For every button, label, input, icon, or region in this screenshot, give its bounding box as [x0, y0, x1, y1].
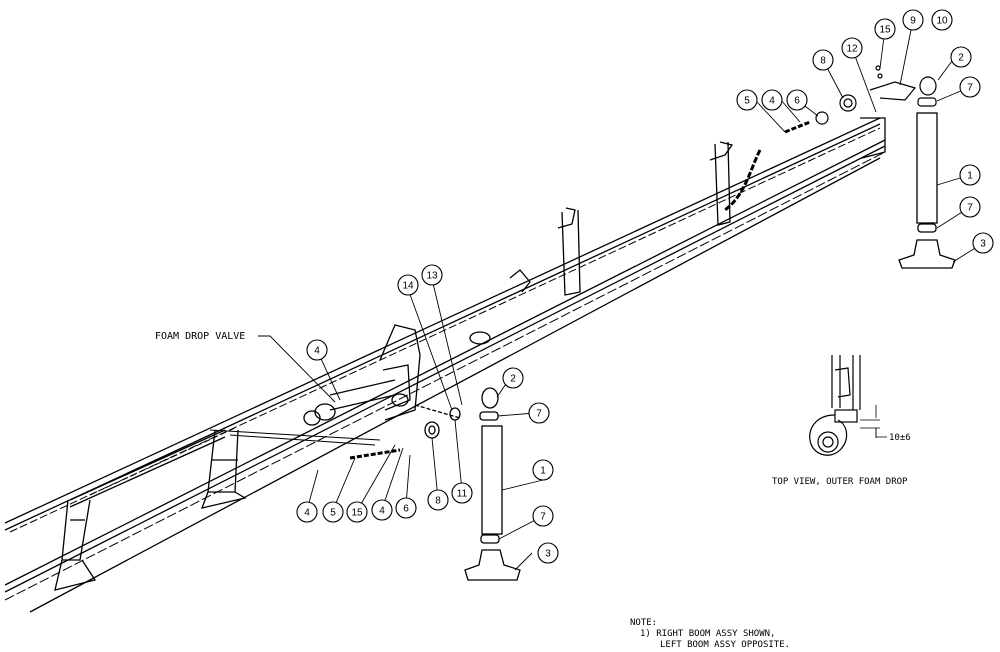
item-balloon-number: 11	[457, 489, 468, 500]
item-balloon: 4	[371, 499, 393, 521]
inner-drop-assembly	[424, 387, 521, 581]
item-balloon: 7	[959, 76, 981, 98]
item-balloon: 4	[306, 339, 328, 361]
item-balloon: 7	[532, 505, 554, 527]
truss-posts	[54, 141, 734, 591]
item-balloon-number: 7	[967, 83, 973, 94]
outer-drop-assembly	[898, 112, 956, 269]
item-balloon: 8	[812, 49, 834, 71]
item-balloon: 10	[931, 9, 953, 31]
item-balloon-number: 7	[967, 203, 973, 214]
top-view-caption: TOP VIEW, OUTER FOAM DROP	[772, 477, 908, 487]
foam-drop-valve-label: FOAM DROP VALVE	[155, 331, 245, 342]
item-balloon: 9	[902, 9, 924, 31]
item-balloon: 15	[874, 18, 896, 40]
item-balloon: 7	[528, 402, 550, 424]
item-balloon-number: 2	[510, 374, 516, 385]
item-balloon: 7	[959, 196, 981, 218]
item-balloon: 15	[346, 501, 368, 523]
item-balloon: 4	[296, 501, 318, 523]
item-balloon-number: 4	[314, 346, 320, 357]
note-block: NOTE: 1) RIGHT BOOM ASSY SHOWN, LEFT BOO…	[630, 618, 790, 650]
item-balloon-number: 12	[846, 44, 858, 55]
item-balloon-number: 1	[540, 466, 546, 477]
item-balloon-number: 13	[426, 271, 438, 282]
item-balloon-number: 3	[980, 239, 986, 250]
item-balloon: 1	[959, 164, 981, 186]
item-balloon: 1	[532, 459, 554, 481]
item-balloon-number: 4	[769, 96, 775, 107]
center-bracket	[303, 269, 531, 426]
item-balloon-number: 4	[379, 506, 385, 517]
item-balloon: 14	[397, 274, 419, 296]
item-balloon: 5	[322, 501, 344, 523]
note-title: NOTE:	[630, 618, 657, 628]
item-balloon: 13	[421, 264, 443, 286]
upper-fittings	[784, 65, 937, 134]
item-balloon: 2	[502, 367, 524, 389]
item-balloon-number: 7	[540, 512, 546, 523]
item-balloon-number: 5	[330, 508, 336, 519]
item-balloon-number: 6	[403, 504, 409, 515]
item-balloon-number: 10	[936, 16, 948, 27]
note-line-1: 1) RIGHT BOOM ASSY SHOWN,	[640, 629, 775, 639]
item-balloon-number: 4	[304, 508, 310, 519]
item-balloon: 3	[972, 232, 994, 254]
item-balloon-number: 9	[910, 16, 916, 27]
item-balloon: 6	[786, 89, 808, 111]
item-balloon-number: 6	[794, 96, 800, 107]
item-balloon: 6	[395, 497, 417, 519]
item-balloon: 4	[761, 89, 783, 111]
foam-drop-valve-callout: FOAM DROP VALVE	[155, 331, 336, 403]
item-balloon-number: 3	[545, 549, 551, 560]
item-balloon: 12	[841, 37, 863, 59]
item-balloon-number: 5	[744, 96, 750, 107]
item-balloon-number: 8	[435, 496, 441, 507]
item-balloon: 2	[950, 46, 972, 68]
item-balloon-number: 15	[879, 25, 891, 36]
item-balloon: 8	[427, 489, 449, 511]
item-balloon-number: 8	[820, 56, 826, 67]
boom-frame	[4, 117, 886, 613]
item-balloon: 3	[537, 542, 559, 564]
item-balloon-number: 1	[967, 171, 973, 182]
item-balloon-number: 7	[536, 409, 542, 420]
top-view-detail: 10±6 TOP VIEW, OUTER FOAM DROP	[772, 355, 911, 487]
item-balloon: 11	[451, 482, 473, 504]
item-balloon-number: 14	[402, 281, 414, 292]
item-balloon: 5	[736, 89, 758, 111]
dimension-label: 10±6	[889, 433, 911, 443]
item-balloon-number: 2	[958, 53, 964, 64]
note-line-2: LEFT BOOM ASSY OPPOSITE.	[660, 640, 790, 650]
item-balloon-number: 15	[351, 508, 363, 519]
item-balloons: 5 4 6 8 12 15 9 10 2 7 1 7 3 14 13 4 2 7 1 7 3 4 5 15 4 6 8 11	[296, 9, 994, 564]
